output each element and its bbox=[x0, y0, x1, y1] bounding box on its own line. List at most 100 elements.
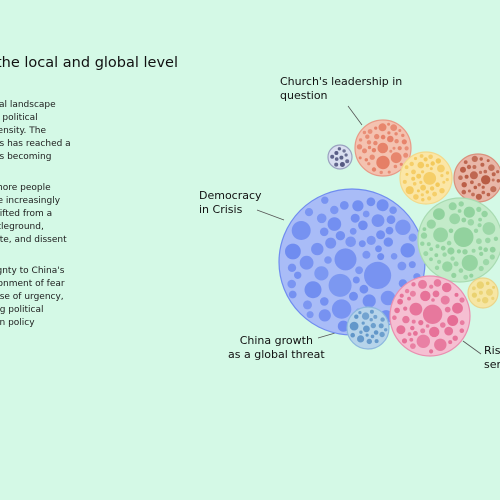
cluster-inner-bubble bbox=[440, 295, 450, 305]
cluster-inner-bubble bbox=[404, 288, 410, 294]
cluster-inner-bubble bbox=[421, 198, 425, 202]
paragraph-line: hifted from a bbox=[0, 209, 53, 219]
cluster-church bbox=[354, 119, 412, 177]
cluster-inner-bubble bbox=[445, 171, 450, 175]
cluster-inner-bubble bbox=[403, 152, 409, 158]
cluster-inner-bubble bbox=[482, 222, 496, 235]
cluster-inner-bubble bbox=[426, 219, 436, 229]
cluster-brown bbox=[453, 153, 500, 203]
cluster-inner-bubble bbox=[367, 145, 372, 150]
cluster-inner-bubble bbox=[460, 166, 466, 173]
cluster-inner-bubble bbox=[339, 201, 349, 210]
cluster-inner-bubble bbox=[377, 253, 385, 261]
cluster-inner-bubble bbox=[434, 253, 439, 258]
cluster-inner-bubble bbox=[431, 298, 435, 302]
label-china-growth: China growth as a global threat bbox=[228, 334, 325, 362]
cluster-inner-bubble bbox=[419, 180, 423, 184]
cluster-inner-bubble bbox=[470, 180, 474, 185]
cluster-pink bbox=[389, 275, 471, 357]
cluster-democracy bbox=[278, 188, 426, 336]
cluster-inner-bubble bbox=[469, 273, 474, 278]
cluster-inner-bubble bbox=[404, 146, 409, 151]
cluster-inner-bubble bbox=[401, 338, 408, 344]
cluster-inner-bubble bbox=[349, 291, 358, 301]
cluster-inner-bubble bbox=[473, 228, 479, 233]
cluster-inner-bubble bbox=[463, 206, 475, 218]
cluster-inner-bubble bbox=[479, 157, 483, 161]
cluster-inner-bubble bbox=[481, 175, 491, 185]
cluster-china bbox=[346, 306, 390, 350]
cluster-inner-bubble bbox=[477, 183, 481, 187]
cluster-inner-bubble bbox=[401, 133, 405, 138]
cluster-inner-bubble bbox=[471, 192, 475, 197]
cluster-inner-bubble bbox=[306, 311, 314, 319]
cluster-inner-bubble bbox=[440, 322, 446, 328]
label-church-leadership: Church's leadership in question bbox=[280, 75, 420, 103]
cluster-inner-bubble bbox=[287, 279, 297, 289]
cluster-inner-bubble bbox=[369, 309, 374, 314]
cluster-inner-bubble bbox=[472, 286, 476, 291]
cluster-green bbox=[417, 197, 500, 283]
cluster-inner-bubble bbox=[387, 131, 391, 135]
cluster-inner-bubble bbox=[407, 296, 411, 301]
cluster-inner-bubble bbox=[383, 237, 393, 247]
cluster-inner-bubble bbox=[377, 142, 389, 154]
cluster-inner-bubble bbox=[413, 194, 419, 200]
cluster-inner-bubble bbox=[363, 325, 370, 333]
cluster-inner-bubble bbox=[429, 247, 434, 252]
cluster-inner-bubble bbox=[394, 132, 398, 136]
cluster-inner-bubble bbox=[402, 315, 410, 324]
cluster-inner-bubble bbox=[451, 272, 457, 278]
cluster-inner-bubble bbox=[345, 159, 350, 164]
label-democracy-in-crisis: Democracy in Crisis bbox=[199, 189, 262, 217]
cluster-inner-bubble bbox=[358, 240, 366, 248]
cluster-inner-bubble bbox=[447, 315, 459, 326]
cluster-inner-bubble bbox=[369, 318, 373, 322]
cluster-inner-bubble bbox=[364, 158, 368, 162]
cluster-inner-bubble bbox=[464, 174, 469, 179]
cluster-inner-bubble bbox=[299, 255, 314, 270]
cluster-inner-bubble bbox=[476, 281, 484, 289]
cluster-inner-bubble bbox=[387, 135, 394, 143]
cluster-inner-bubble bbox=[461, 217, 467, 223]
cluster-inner-bubble bbox=[471, 248, 476, 253]
paragraph-line: ttleground, bbox=[0, 222, 44, 232]
cluster-inner-bubble bbox=[358, 220, 368, 231]
cluster-inner-bubble bbox=[350, 213, 360, 223]
cluster-inner-bubble bbox=[467, 189, 471, 193]
cluster-inner-bubble bbox=[490, 186, 497, 193]
paragraph-line: more people bbox=[0, 183, 51, 193]
cluster-inner-bubble bbox=[429, 284, 434, 289]
cluster-inner-bubble bbox=[390, 124, 398, 131]
cluster-inner-bubble bbox=[442, 252, 447, 257]
cluster-inner-bubble bbox=[478, 217, 482, 222]
cluster-inner-bubble bbox=[459, 320, 465, 326]
cluster-inner-bubble bbox=[473, 185, 478, 190]
cluster-inner-bubble bbox=[371, 148, 377, 153]
cluster-inner-bubble bbox=[418, 279, 427, 289]
cluster-inner-bubble bbox=[304, 281, 322, 299]
paragraph-line: ng political bbox=[0, 305, 44, 315]
cluster-inner-bubble bbox=[402, 179, 407, 184]
cluster-inner-bubble bbox=[291, 221, 311, 240]
cluster-inner-bubble bbox=[380, 317, 385, 322]
cluster-inner-bubble bbox=[413, 331, 418, 336]
cluster-inner-bubble bbox=[409, 302, 423, 316]
cluster-inner-bubble bbox=[390, 152, 402, 164]
paragraph-line: e political bbox=[0, 113, 38, 123]
cluster-inner-bubble bbox=[412, 182, 417, 186]
cluster-inner-bubble bbox=[419, 154, 424, 158]
cluster-inner-bubble bbox=[461, 182, 467, 188]
cluster-navy bbox=[327, 144, 353, 170]
cluster-inner-bubble bbox=[339, 155, 344, 160]
cluster-inner-bubble bbox=[434, 338, 447, 351]
section-heading: the local and global level bbox=[0, 55, 179, 71]
cluster-inner-bubble bbox=[450, 256, 455, 261]
cluster-inner-bubble bbox=[475, 193, 482, 200]
cluster-inner-bubble bbox=[362, 130, 367, 135]
cluster-inner-bubble bbox=[418, 320, 424, 326]
cluster-inner-bubble bbox=[449, 213, 461, 225]
cluster-inner-bubble bbox=[452, 335, 458, 341]
cluster-inner-bubble bbox=[420, 241, 425, 246]
cluster-inner-bubble bbox=[486, 192, 491, 197]
